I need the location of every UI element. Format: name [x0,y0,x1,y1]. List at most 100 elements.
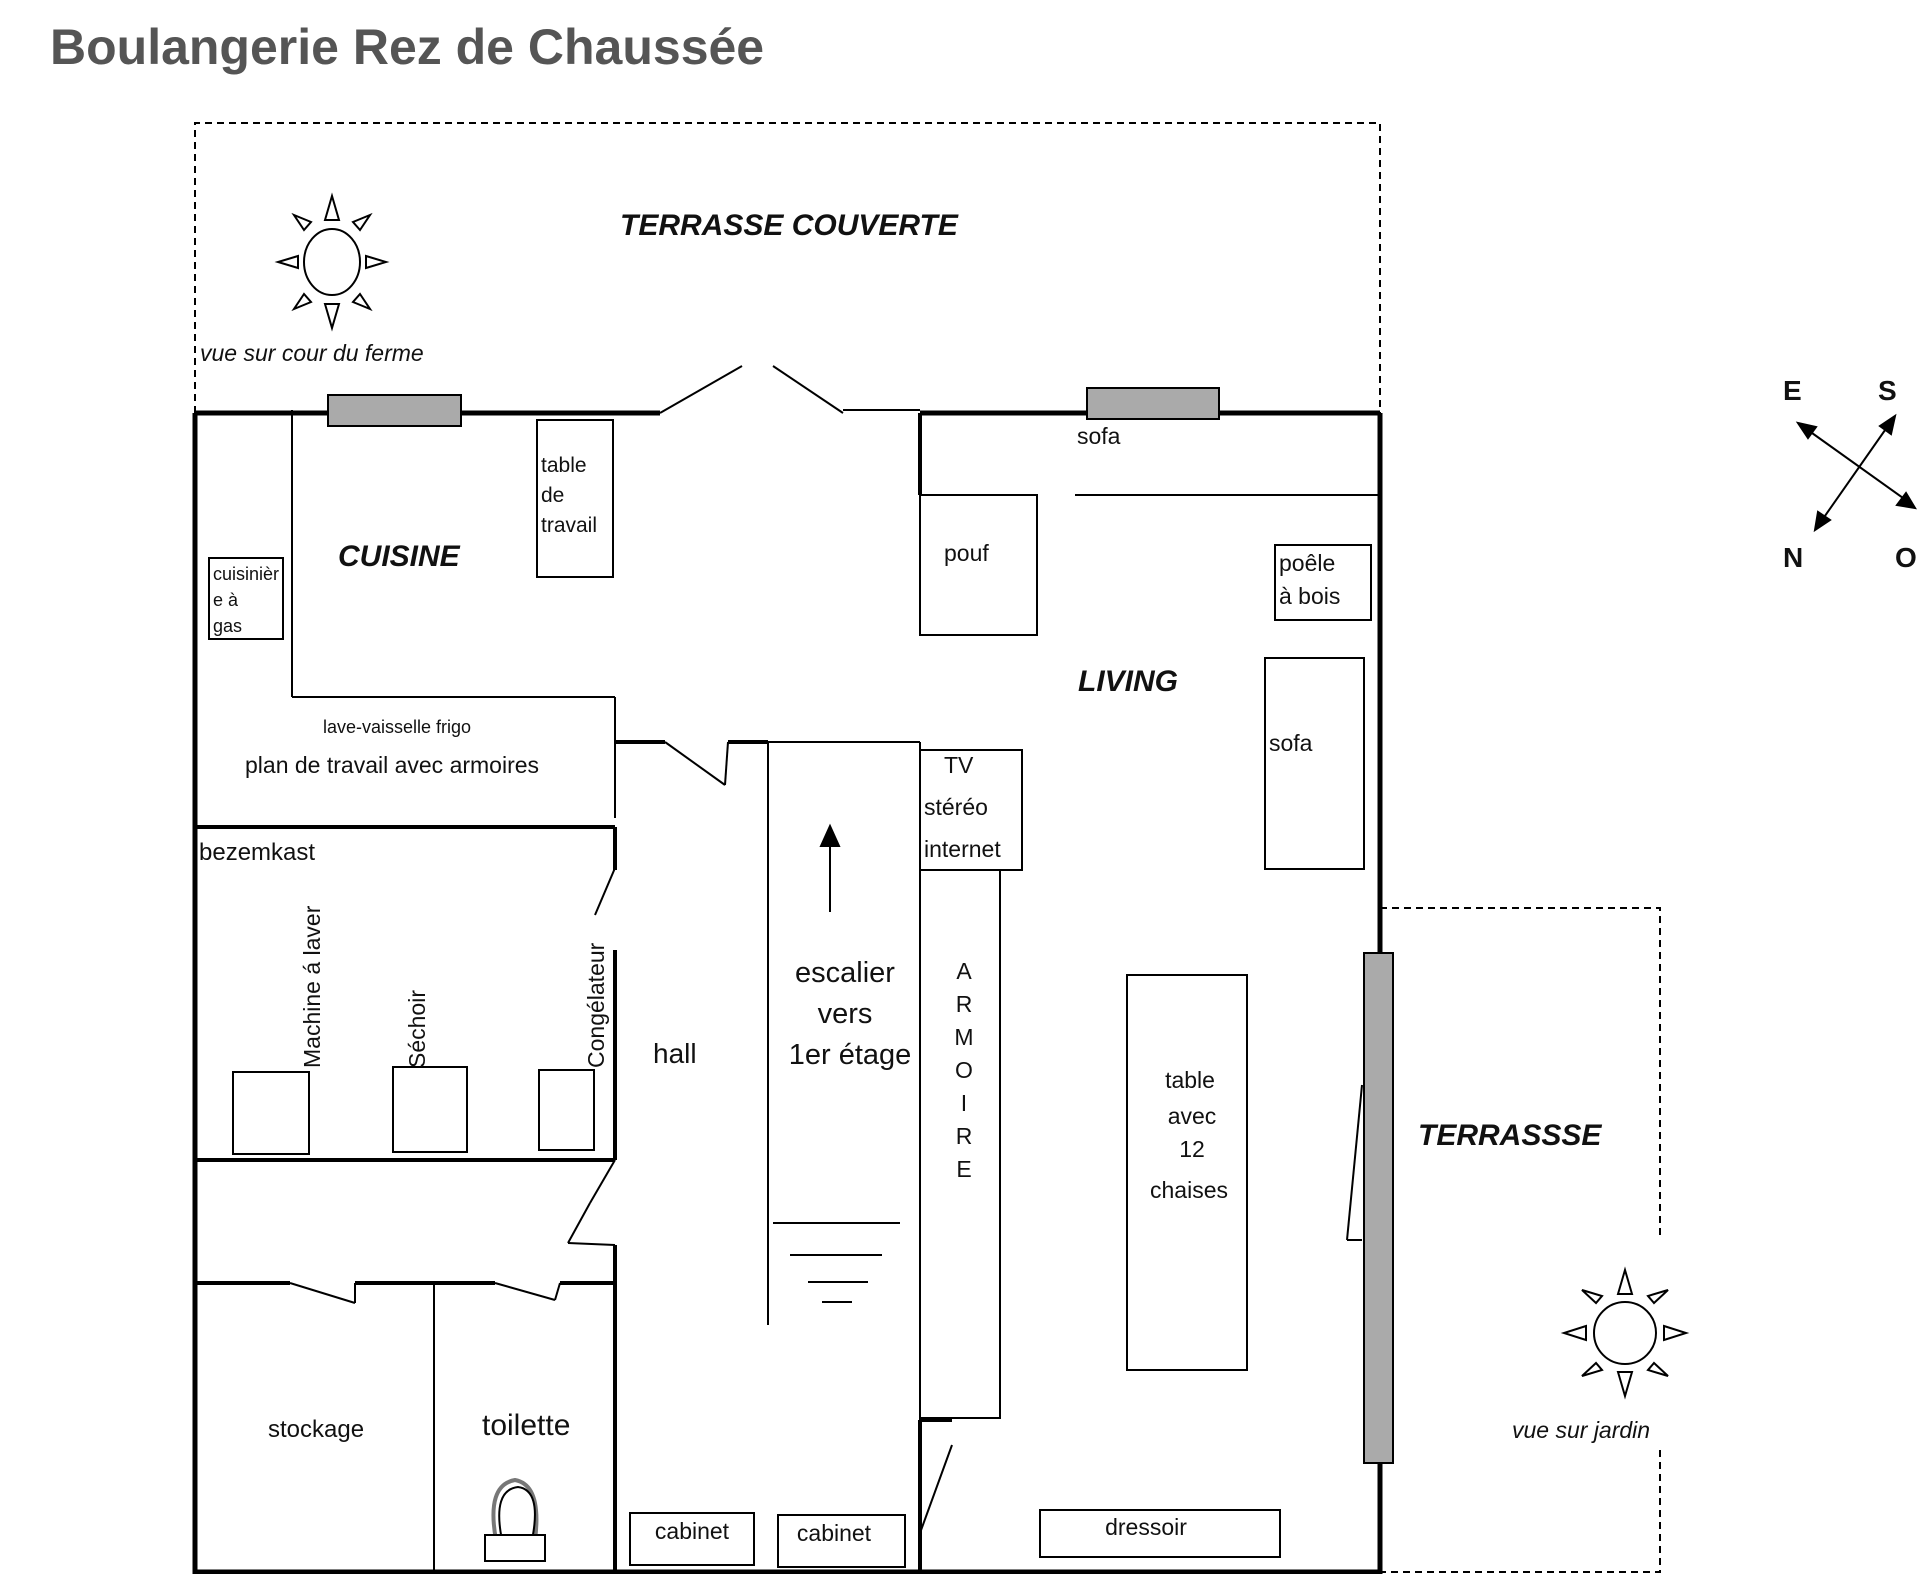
sun-ray [1581,1361,1604,1377]
window-kitchen [327,394,462,427]
label-cuisine: CUISINE [338,540,461,573]
cabinet-2 [777,1514,906,1568]
label-table-chaises-4: chaises [1150,1177,1228,1203]
label-hall: hall [653,1038,697,1069]
dining-table [1126,974,1248,1371]
sun-ray [291,292,313,312]
label-toilette: toilette [482,1409,570,1442]
label-machine-a-laver: Machine á laver [299,905,325,1068]
compass-label-n: N [1783,542,1803,573]
sun-ray [1581,1289,1604,1305]
compass-arrow-o [1895,491,1917,510]
compass-label-o: O [1895,542,1917,573]
compass-label-s: S [1878,375,1897,406]
label-armoire-letter: R [956,1123,973,1149]
storage-door-leaf [289,1282,356,1304]
compass-label-e: E [1783,375,1802,406]
sun-ray [1663,1324,1690,1342]
washing-machine [232,1071,310,1155]
toilet-bowl [498,1485,536,1541]
label-terrasse: TERRASSSE [1418,1119,1602,1152]
toilet-bowl-shadow [491,1477,539,1541]
compass-arrow-n [1813,510,1832,533]
label-cuisiniere-3: gas [213,616,242,636]
kitchen-door-leaf [664,741,726,786]
label-escalier-2: vers [818,998,873,1030]
label-cabinet-2: cabinet [797,1520,872,1546]
sofa-right [1264,657,1365,870]
lower-door-b [567,1202,591,1244]
terrace-outline-top [1380,907,1661,1240]
sun-ray [1646,1361,1669,1377]
doors [289,365,1363,1534]
label-pouf: pouf [944,540,989,566]
sun-ray [1616,1266,1634,1295]
interior-walls [195,413,952,1572]
outer-wall [192,413,1383,1574]
sun-ray [291,212,313,232]
toilet-door-jamb [554,1282,561,1301]
pouf [919,494,1038,636]
sun-ray [1616,1371,1634,1400]
window-terrace [1363,952,1394,1464]
lower-door-c [567,1242,616,1246]
sun-ray [351,292,373,312]
entry-door-right-leaf [772,365,844,414]
label-armoire-letter: O [955,1057,973,1083]
label-vue-jardin: vue sur jardin [1512,1417,1650,1443]
label-escalier-1: escalier [795,957,895,989]
label-dressoir: dressoir [1105,1514,1187,1540]
label-sofa-top: sofa [1077,423,1121,449]
sun-ray [1560,1324,1587,1342]
work-table [536,419,614,578]
label-table-travail-1: table [541,454,587,477]
label-congelateur: Congélateur [583,942,609,1068]
compass-axis-sn [1819,422,1891,524]
sun-ray [365,254,390,270]
page-title: Boulangerie Rez de Chaussée [50,19,764,75]
cabinet-1 [629,1512,755,1566]
label-cuisiniere-1: cuisinièr [213,564,279,584]
exterior-walls [192,410,1383,1574]
label-living: LIVING [1078,665,1178,698]
terrace-door-leaf [1346,1084,1363,1241]
label-sechoir: Séchoir [404,990,430,1068]
sun-ray [323,303,341,332]
label-table-chaises-1: table [1165,1067,1215,1093]
label-tv-2: stéréo [924,794,988,820]
lower-door-a [589,1159,616,1204]
covered-terrace-outline [194,122,1381,413]
sun-icon-cour [274,192,390,332]
label-tv-1: TV [944,752,974,778]
toilet-door-leaf [494,1282,556,1301]
windows [327,387,1394,1464]
compass-axis-eo [1804,427,1911,504]
wardrobe [919,869,1001,1419]
label-bezemkast: bezemkast [199,839,315,866]
sideboard [1039,1509,1281,1558]
terrace-outlines [194,122,1661,1573]
gas-stove [208,557,284,640]
sun-disc [303,228,361,296]
toilet-tank [484,1534,546,1562]
wood-stove [1274,544,1372,621]
label-vue-cour: vue sur cour du ferme [200,340,424,366]
label-armoire-letter: A [956,958,972,984]
label-armoire: A R M O I R E [954,958,973,1182]
label-stockage: stockage [268,1416,364,1443]
label-tv-3: internet [924,836,1001,862]
sun-icon-jardin [1560,1266,1690,1400]
cabinet-door-leaf [919,1444,953,1534]
compass-icon [1795,413,1917,533]
label-armoire-letter: R [956,991,973,1017]
toilet-symbol [484,1477,546,1562]
sun-disc [1593,1301,1657,1365]
sun-ray [274,254,299,270]
freezer [538,1069,595,1151]
compass-arrow-s [1878,413,1897,436]
partitions [291,410,1380,1572]
furniture-outlines [208,419,1372,1568]
label-table-chaises-3: 12 [1179,1136,1205,1162]
label-terrasse-couverte: TERRASSE COUVERTE [620,209,959,242]
